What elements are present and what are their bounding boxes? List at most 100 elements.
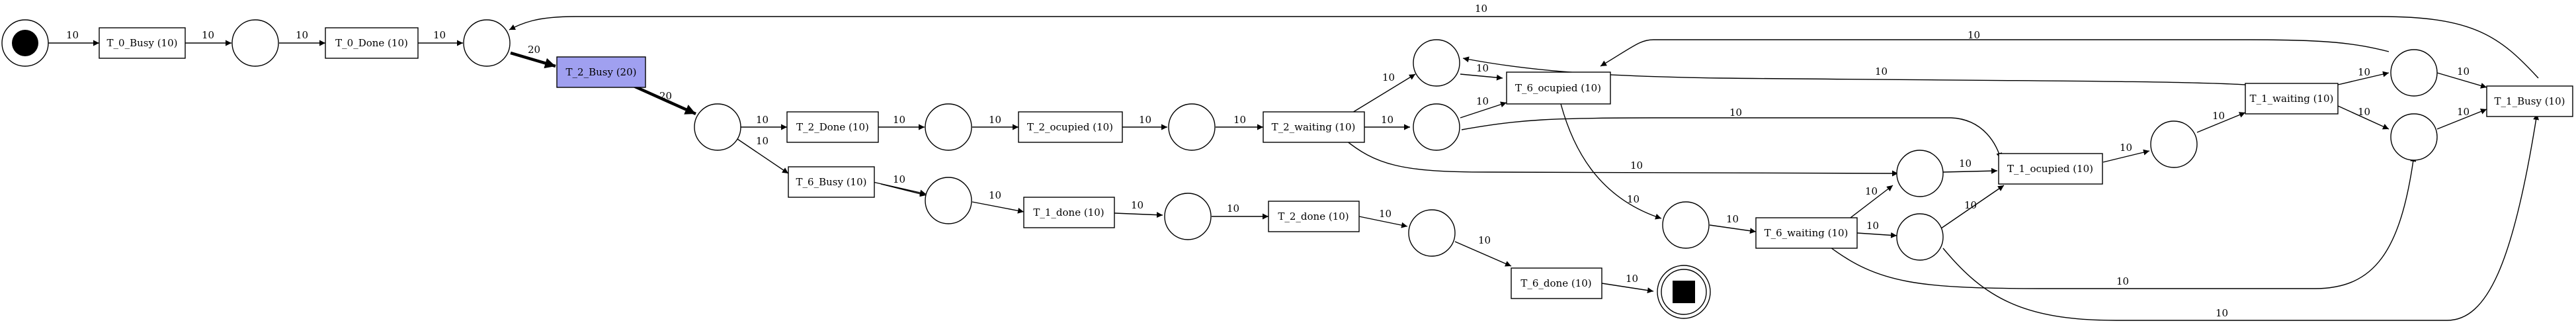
edge-t2-done-lower-to-p13 <box>1358 216 1408 228</box>
place[interactable] <box>1413 103 1460 151</box>
edge-label: 10 <box>2358 106 2370 118</box>
edge-p7-to-t1-ocupied <box>1461 117 2003 160</box>
edge-t6-busy-to-p8 <box>872 181 927 196</box>
transition-label: T_6_ocupied (10) <box>1515 82 1601 94</box>
edge-p6-to-t6-ocupied <box>1460 73 1503 81</box>
edge-t1-busy-to-p2 <box>509 16 2539 79</box>
edge-label: 10 <box>2216 307 2228 319</box>
transition-t2-waiting[interactable]: T_2_waiting (10) <box>1263 111 1365 143</box>
place[interactable] <box>1168 103 1216 151</box>
place[interactable] <box>694 103 741 151</box>
edge-p12-to-t1-busy <box>2436 72 2487 89</box>
transition-label: T_2_waiting (10) <box>1272 121 1356 133</box>
transition-t1-waiting[interactable]: T_1_waiting (10) <box>2245 83 2339 115</box>
edge-label: 10 <box>2457 66 2470 77</box>
edge-label: 20 <box>528 44 540 56</box>
transition-t0-busy[interactable]: T_0_Busy (10) <box>99 27 186 59</box>
place[interactable] <box>1896 150 1944 197</box>
place[interactable] <box>2390 113 2438 161</box>
edge-label: 10 <box>2457 106 2470 118</box>
edge-label: 10 <box>1476 62 1489 74</box>
transition-t6-done[interactable]: T_6_done (10) <box>1511 267 1602 299</box>
transition-t2-ocupied[interactable]: T_2_ocupied (10) <box>1018 111 1123 143</box>
transition-t6-waiting[interactable]: T_6_waiting (10) <box>1755 217 1858 249</box>
edge-p3-to-t6-busy <box>735 137 789 174</box>
place[interactable] <box>925 103 972 151</box>
transition-label: T_0_Done (10) <box>335 37 408 49</box>
edge-t6-ocupied-to-p10 <box>1560 103 1662 220</box>
edges <box>48 16 2540 321</box>
token-icon <box>12 30 38 56</box>
edge-label: 10 <box>2120 142 2132 154</box>
edge-label: 10 <box>1959 158 1972 169</box>
transitions: T_0_Busy (10) T_0_Done (10) T_2_Busy (20… <box>99 27 2573 299</box>
transition-t0-done[interactable]: T_0_Done (10) <box>325 27 419 59</box>
transition-t2-busy[interactable]: T_2_Busy (20) <box>556 56 646 88</box>
transition-t6-ocupied[interactable]: T_6_ocupied (10) <box>1506 71 1611 105</box>
transition-t2-done-lower[interactable]: T_2_done (10) <box>1268 201 1360 232</box>
transition-t6-busy[interactable]: T_6_Busy (10) <box>788 166 875 198</box>
place[interactable] <box>2390 49 2438 97</box>
edge-label: 10 <box>1382 71 1395 83</box>
edge-label: 10 <box>756 135 769 147</box>
edge-label: 10 <box>1227 203 1239 214</box>
edge-label: 10 <box>1626 273 1638 285</box>
edge-label: 10 <box>893 173 905 185</box>
edge-label: 20 <box>659 90 672 102</box>
transition-label: T_2_Done (10) <box>796 121 869 133</box>
place[interactable] <box>1662 201 1710 249</box>
place[interactable] <box>2150 120 2198 168</box>
edge-t6-done-to-sink <box>1601 283 1654 294</box>
place[interactable] <box>1408 209 1456 257</box>
place[interactable] <box>1413 39 1460 87</box>
edge-t1-waiting-to-p12 <box>2337 71 2389 85</box>
edge-label: 10 <box>2212 110 2225 122</box>
edge-label: 10 <box>1131 199 1143 211</box>
edge-p13-to-t6-done <box>1454 241 1512 267</box>
edge-label: 10 <box>1729 107 1742 118</box>
edge-p12-to-t6-ocupied <box>1600 39 2389 67</box>
transition-label: T_1_ocupied (10) <box>2007 163 2093 175</box>
place[interactable] <box>925 177 972 224</box>
edge-label: 10 <box>66 29 79 41</box>
transition-t2-done[interactable]: T_2_Done (10) <box>786 111 879 143</box>
edge-label: 10 <box>1139 114 1151 126</box>
transition-label: T_0_Busy (10) <box>107 37 178 49</box>
edge-label: 10 <box>296 29 308 41</box>
edge-label: 10 <box>1476 95 1489 107</box>
transition-t1-busy[interactable]: T_1_Busy (10) <box>2486 85 2573 117</box>
transition-t1-ocupied[interactable]: T_1_ocupied (10) <box>1998 153 2103 185</box>
edge-label: 10 <box>893 114 905 126</box>
edge-t2-waiting-to-p11 <box>1342 137 1899 177</box>
edge-label: 10 <box>989 189 1001 201</box>
edge-label: 10 <box>1726 213 1739 225</box>
place[interactable] <box>1164 193 1212 240</box>
transition-label: T_1_done (10) <box>1033 207 1104 218</box>
edge-label: 10 <box>1968 29 1980 41</box>
edge-p2-to-t2-busy <box>510 51 556 69</box>
edge-labels: 10 10 10 10 10 20 20 10 10 10 10 10 10 1… <box>66 3 2470 319</box>
edge-t2-busy-to-p3 <box>633 84 696 116</box>
edge-p8-to-t1-done <box>972 201 1024 214</box>
edge-p10-to-t6-waiting <box>1709 224 1757 234</box>
place[interactable] <box>231 19 279 67</box>
edge-label: 10 <box>1379 208 1392 220</box>
transition-t1-done[interactable]: T_1_done (10) <box>1023 197 1115 228</box>
transition-label: T_1_Busy (10) <box>2495 95 2565 107</box>
edge-p15-to-t1-busy <box>1942 113 2540 321</box>
edge-t1-waiting-to-p6 <box>1462 56 2246 85</box>
edge-label: 10 <box>1381 114 1393 126</box>
edge-t2-waiting-to-p6 <box>1345 73 1416 117</box>
place[interactable] <box>1896 213 1944 261</box>
edge-p7-to-t6-ocupied <box>1460 101 1507 118</box>
edge-label: 10 <box>989 114 1001 126</box>
edge-label: 10 <box>1865 185 1878 197</box>
places <box>1 19 2438 319</box>
place[interactable] <box>463 19 511 67</box>
transition-label: T_2_done (10) <box>1278 210 1349 222</box>
edge-label: 10 <box>756 114 769 126</box>
edge-label: 10 <box>1875 66 1888 77</box>
edge-label: 10 <box>1233 114 1246 126</box>
edge-label: 10 <box>1627 193 1640 205</box>
